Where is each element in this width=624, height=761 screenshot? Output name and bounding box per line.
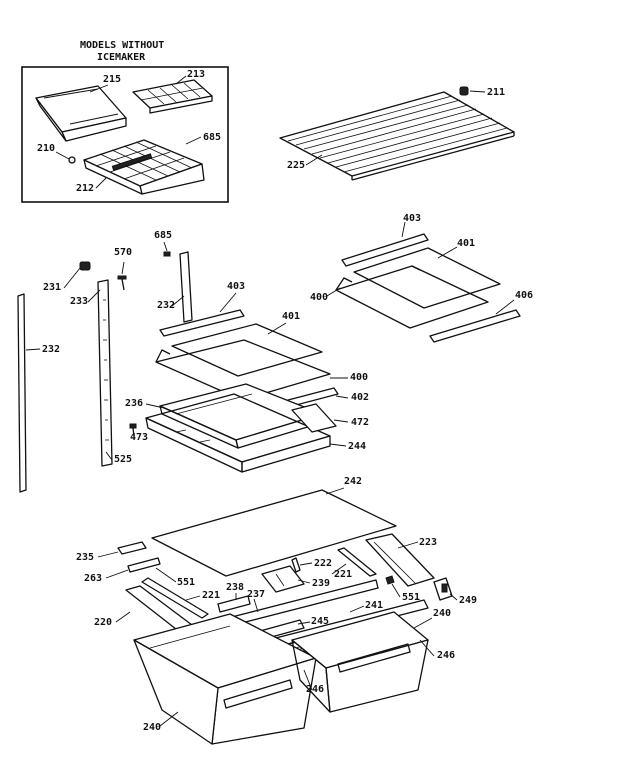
part-callout-c237: 237 (247, 589, 265, 600)
ice-tray-213 (132, 79, 213, 114)
part-callout-c525: 525 (114, 454, 132, 465)
inset-panel: MODELS WITHOUT ICEMAKER (21, 40, 229, 203)
part-callout-c241: 241 (365, 600, 383, 611)
bracket-263 (127, 557, 161, 573)
part-callout-c231: 231 (43, 282, 61, 293)
part-callout-c222: 222 (314, 558, 332, 569)
pan-support-244 (145, 393, 331, 473)
part-callout-c400a: 400 (310, 292, 328, 303)
part-callout-c233: 233 (70, 296, 88, 307)
part-callout-c220: 220 (94, 617, 112, 628)
callout-labels: 215 213 210 685 212 211 225 403 401 400 406 685 570 2… (37, 69, 533, 733)
part-callout-c240a: 240 (433, 608, 451, 619)
part-callout-c225: 225 (287, 160, 305, 171)
bracket-249 (433, 577, 453, 601)
part-callout-c221a: 221 (334, 569, 352, 580)
glass-shelf-assembly-right (335, 233, 521, 343)
screw-473 (129, 423, 137, 437)
slide-out-pan-236 (159, 383, 325, 449)
part-callout-c246b: 246 (306, 684, 324, 695)
part-callout-c210: 210 (37, 143, 55, 154)
slide-rail-472 (291, 403, 337, 433)
crisper-drawer-240-left (133, 613, 317, 745)
part-callout-c240b: 240 (143, 722, 161, 733)
part-callout-c401b: 401 (282, 311, 300, 322)
shelf-trim-406 (429, 309, 521, 343)
rail-232-center (179, 251, 193, 323)
screw-551 (385, 575, 395, 585)
part-callout-c551b: 551 (402, 592, 420, 603)
shelf-trim-403-right (341, 233, 429, 267)
glass-401-middle (171, 323, 323, 377)
rail-221-left (141, 577, 209, 619)
part-callout-c221b: 221 (202, 590, 220, 601)
rail-221-right (337, 547, 377, 577)
part-callout-c249: 249 (459, 595, 477, 606)
divider-239 (261, 565, 305, 593)
part-callout-c239: 239 (312, 578, 330, 589)
part-callout-c211: 211 (487, 87, 505, 98)
part-callout-c246a: 246 (437, 650, 455, 661)
part-callout-c215: 215 (103, 74, 121, 85)
part-callout-c232b: 232 (42, 344, 60, 355)
part-callout-c236: 236 (125, 398, 143, 409)
trim-238 (217, 595, 251, 613)
part-callout-c685a: 685 (203, 132, 221, 143)
part-callout-c213: 213 (187, 69, 205, 80)
part-callout-c402: 402 (351, 392, 369, 403)
part-callout-c232a: 232 (157, 300, 175, 311)
part-callout-c403a: 403 (403, 213, 421, 224)
inset-title-line2: ICEMAKER (97, 52, 146, 63)
side-rail-232-left (17, 293, 27, 493)
clip-211 (459, 86, 469, 96)
part-callout-c473: 473 (130, 432, 148, 443)
clip-222 (291, 557, 301, 573)
part-callout-c403b: 403 (227, 281, 245, 292)
part-callout-c401a: 401 (457, 238, 475, 249)
part-callout-c223: 223 (419, 537, 437, 548)
part-callout-c400b: 400 (350, 372, 368, 383)
part-callout-c570: 570 (114, 247, 132, 258)
part-callout-c685b: 685 (154, 230, 172, 241)
screw-210 (68, 156, 76, 164)
part-callout-c263: 263 (84, 573, 102, 584)
part-callout-c245: 245 (311, 616, 329, 627)
screw-685 (163, 251, 171, 257)
part-callout-c235: 235 (76, 552, 94, 563)
shelf-ladder-233 (97, 279, 113, 467)
part-callout-c244: 244 (348, 441, 366, 452)
glass-401-right (353, 247, 501, 309)
part-callout-c551a: 551 (177, 577, 195, 588)
slide-223 (365, 533, 435, 587)
part-callout-c212: 212 (76, 183, 94, 194)
shelf-trim-403-middle (159, 309, 245, 337)
wire-shelf-225 (279, 91, 515, 181)
part-callout-c238: 238 (226, 582, 244, 593)
shelf-frame-400-middle (155, 339, 331, 401)
part-callout-c472: 472 (351, 417, 369, 428)
ice-rack-212 (83, 139, 205, 195)
part-callout-c242: 242 (344, 476, 362, 487)
inset-border (21, 66, 229, 203)
shelf-frame-400-right (335, 265, 489, 329)
cap-231 (79, 261, 91, 271)
ice-bucket-215 (35, 85, 127, 142)
screw-570 (117, 275, 127, 291)
bracket-235 (117, 541, 147, 555)
crisper-drawer-240-right (291, 611, 429, 713)
glass-cover-242 (151, 489, 397, 577)
part-callout-c406: 406 (515, 290, 533, 301)
inset-title-line1: MODELS WITHOUT (80, 40, 164, 51)
